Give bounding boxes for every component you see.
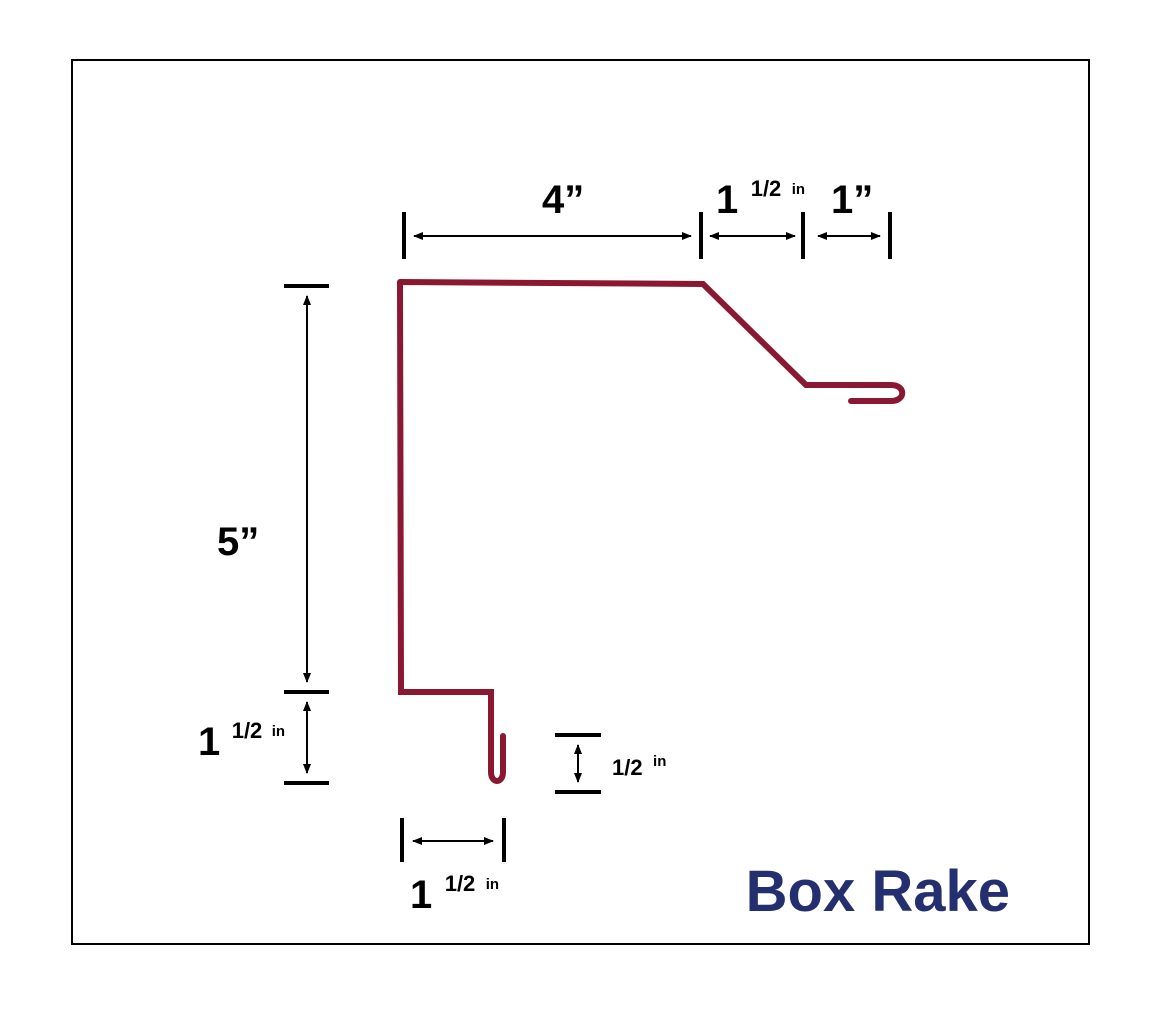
dimension-label-height: 5” [217,520,259,564]
dimension-hem: 1/2 in [555,733,666,794]
dimension-drip-lip: 1” [817,178,892,259]
dimension-bottom-step-width: 1 1/2 in [400,818,506,917]
dimension-label-bottom-step-width: 1 1/2 in [410,871,499,917]
dimension-label-drip-lip: 1” [831,178,873,222]
dimension-label-top-width: 4” [542,178,584,222]
dimension-height: 5” [217,284,329,694]
dimension-label-bottom-step-height: 1 1/2 in [198,718,285,764]
dimension-label-slope-run: 1 1/2 in [716,176,805,222]
diagram-frame [71,59,1090,945]
dimension-label-hem: 1/2 in [612,753,666,780]
dimension-top-width: 4” [402,178,703,259]
diagram-title: Box Rake [746,859,1010,924]
dimension-bottom-step-height: 1 1/2 in [198,701,329,785]
box-rake-profile [397,279,906,784]
dimension-slope-run: 1 1/2 in [709,176,805,259]
